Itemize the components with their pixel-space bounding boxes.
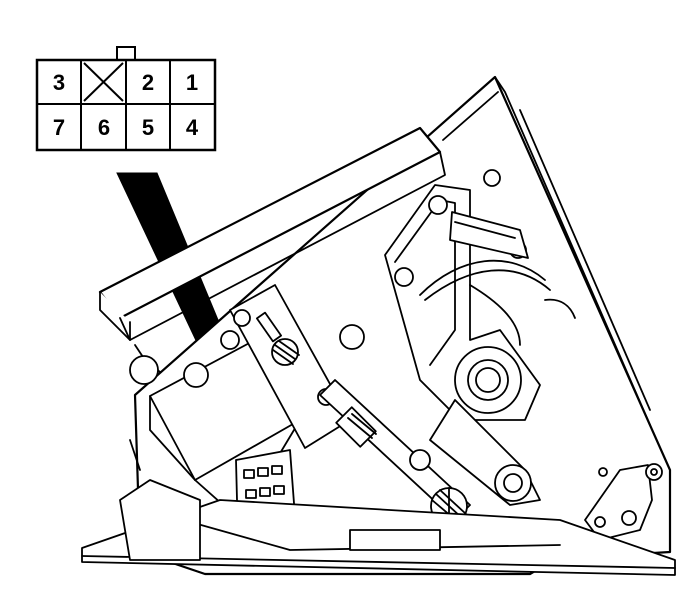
lower-link: [409, 399, 541, 506]
pedal-assembly: [81, 75, 676, 576]
connector-pin-labels: 3 2 1 7 6 5 4: [53, 70, 199, 140]
upper-link: [449, 211, 529, 259]
empty-cavity-x: [83, 62, 124, 102]
left-foot: [119, 439, 201, 561]
pin-label-7: 7: [53, 115, 65, 140]
pin-label-4: 4: [186, 115, 199, 140]
wire-harness: [419, 259, 576, 346]
pin-label-2: 2: [142, 70, 154, 95]
pin-label-3: 3: [53, 70, 65, 95]
connector-face-view: [35, 46, 217, 152]
actuator-rod: [319, 379, 471, 525]
pivot-arm: [384, 169, 541, 421]
pin-label-1: 1: [186, 70, 198, 95]
pin-label-6: 6: [98, 115, 110, 140]
pin-label-5: 5: [142, 115, 154, 140]
